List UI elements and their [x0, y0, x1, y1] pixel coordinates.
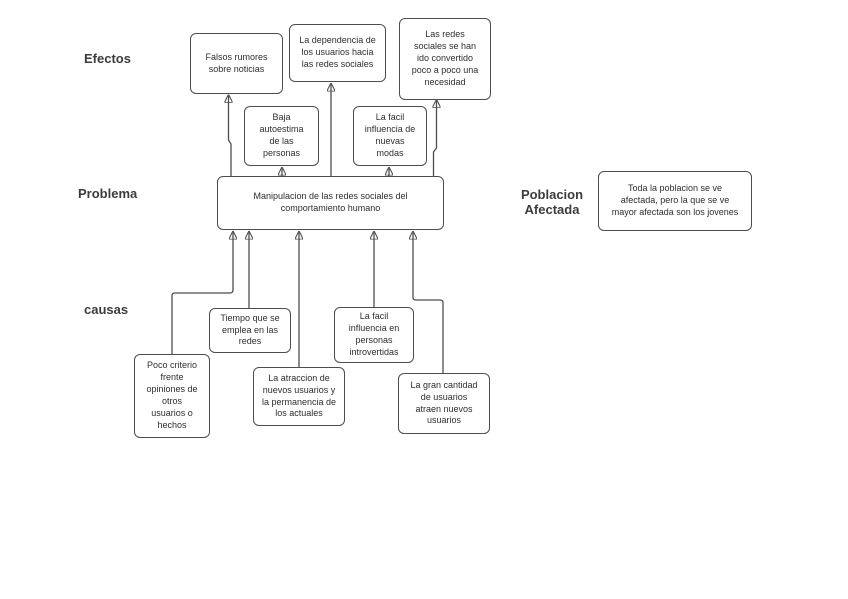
label-causas: causas — [84, 302, 129, 317]
label-problema: Problema — [78, 186, 138, 201]
connector-poco-criterio-to-problema — [171, 233, 233, 354]
node-problema-central: Manipulacion de las redes sociales del c… — [217, 176, 444, 230]
node-atraccion-usuarios: La atraccion de nuevos usuarios y la per… — [253, 367, 345, 426]
node-dependencia-usuarios: La dependencia de los usuarios hacia las… — [289, 24, 386, 82]
node-poco-criterio: Poco criterio frente opiniones de otros … — [134, 354, 210, 438]
node-falsos-rumores: Falsos rumores sobre noticias — [190, 33, 283, 94]
label-poblacion-afectada: Poblacion Afectada — [520, 187, 584, 217]
node-influencia-introvertidas: La facil influencia en personas introver… — [334, 307, 414, 363]
node-influencia-modas: La facil influencia de nuevas modas — [353, 106, 427, 166]
connector-gran-cantidad-to-problema — [413, 233, 444, 373]
label-efectos: Efectos — [84, 51, 131, 66]
node-gran-cantidad: La gran cantidad de usuarios atraen nuev… — [398, 373, 490, 434]
node-tiempo-redes: Tiempo que se emplea en las redes — [209, 308, 291, 353]
node-poblacion-afectada: Toda la poblacion se ve afectada, pero l… — [598, 171, 752, 231]
connector-problema-to-redes-necesidad — [434, 101, 437, 176]
node-baja-autoestima: Baja autoestima de las personas — [244, 106, 319, 166]
connector-problema-to-falsos-rumores — [229, 96, 232, 176]
node-redes-necesidad: Las redes sociales se han ido convertido… — [399, 18, 491, 100]
